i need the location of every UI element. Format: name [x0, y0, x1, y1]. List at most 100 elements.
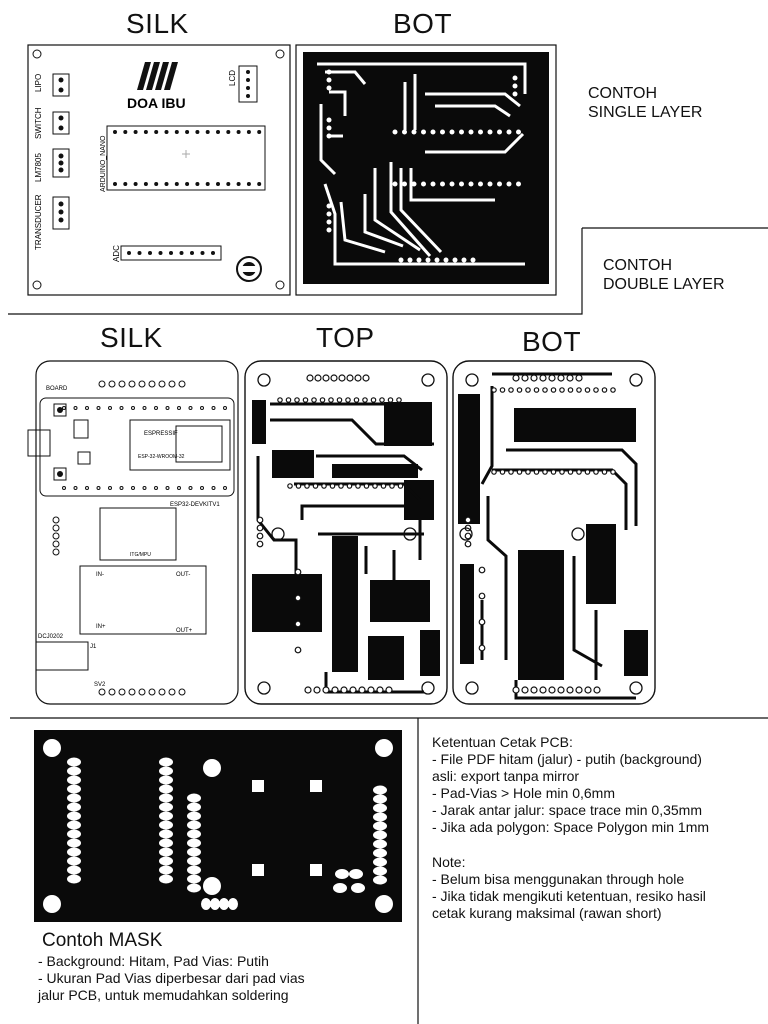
double-silk-title: SILK: [100, 322, 163, 353]
nano-pin: [113, 130, 117, 134]
mask-pad: [67, 793, 81, 803]
esp-pin: [73, 486, 78, 490]
mask-square: [310, 864, 322, 876]
via-pad: [525, 469, 531, 475]
header-pin: [168, 380, 176, 388]
rules-line-1: - File PDF hitam (jalur) - putih (backgr…: [432, 751, 702, 767]
via-pad: [346, 374, 354, 382]
esp-pin: [73, 406, 78, 410]
double-top-board: [244, 360, 448, 705]
mask-pad: [159, 847, 173, 857]
header-pin: [138, 380, 146, 388]
esp-pin: [142, 486, 147, 490]
via-pad: [449, 181, 455, 187]
via-pad: [330, 374, 338, 382]
mask-line-2: - Ukuran Pad Vias diperbesar dari pad vi…: [38, 970, 305, 986]
via-pad: [575, 374, 583, 382]
via-pad: [440, 181, 445, 187]
via-pad: [294, 594, 302, 602]
via-pad: [499, 387, 506, 393]
via-pad: [440, 129, 445, 135]
via-pad: [370, 397, 377, 403]
mask-pad: [159, 811, 173, 821]
header-pin: [52, 516, 60, 524]
adc-pin: [148, 251, 152, 255]
header-pin: [178, 380, 186, 388]
print-rules: Ketentuan Cetak PCB: - File PDF hitam (j…: [432, 734, 709, 922]
esp-pin: [85, 486, 89, 490]
mask-hole: [43, 739, 61, 757]
double-note-line2: DOUBLE LAYER: [603, 276, 725, 293]
via-pad: [461, 257, 467, 263]
mask-pad: [67, 766, 81, 776]
via-pad: [516, 129, 521, 135]
label-in-minus: IN-: [96, 572, 104, 578]
via-pad: [576, 469, 582, 475]
via-pad: [326, 85, 332, 91]
mask-pad: [351, 883, 365, 893]
header-pin: [52, 540, 60, 548]
via-pad: [516, 181, 521, 187]
mask-pad: [373, 830, 387, 840]
adc-pin: [179, 251, 184, 255]
via-pad: [294, 620, 302, 628]
via-pad: [550, 387, 557, 393]
via-pad: [328, 397, 334, 403]
header-pin: [168, 688, 176, 696]
esp-pin: [165, 486, 170, 490]
via-pad: [367, 686, 375, 694]
mask-pad: [210, 898, 220, 910]
via-pad: [533, 387, 540, 393]
single-bot-title: BOT: [393, 8, 453, 39]
single-silk-title: SILK: [126, 8, 189, 39]
label-switch: SWITCH: [34, 107, 43, 139]
header-pin: [52, 524, 60, 532]
via-pad: [593, 469, 599, 475]
esp-pin: [223, 406, 227, 410]
mask-pad: [335, 869, 349, 879]
via-pad: [340, 686, 348, 694]
via-pad: [487, 181, 493, 187]
via-pad: [402, 181, 407, 187]
mask-pad: [159, 775, 173, 785]
nano-pin: [123, 130, 128, 134]
via-pad: [353, 397, 360, 403]
via-pad: [331, 686, 339, 694]
via-pad: [512, 83, 518, 89]
via-pad: [548, 686, 556, 694]
note-line-2: - Jika tidak mengikuti ketentuan, resiko…: [432, 888, 706, 904]
adc-pin: [158, 251, 163, 255]
via-pad: [256, 540, 264, 548]
label-dcj: DCJ0202: [38, 634, 64, 640]
mask-pad: [67, 775, 81, 785]
double-bot-board: [452, 360, 656, 705]
via-pad: [354, 374, 362, 382]
rules-line-4: - Jarak antar jalur: space trace min 0,3…: [432, 802, 702, 818]
via-pad: [567, 387, 574, 393]
mask-line-3: jalur PCB, untuk memudahkan soldering: [38, 987, 289, 1003]
via-pad: [542, 387, 548, 393]
nano-pin: [174, 130, 179, 134]
label-espressif: ESPRESSIF: [144, 431, 178, 437]
via-pad: [470, 257, 476, 263]
via-pad: [548, 374, 556, 382]
header-pin: [128, 380, 136, 388]
mask-hole: [375, 895, 393, 913]
esp-pin: [188, 406, 193, 410]
mask-pad: [373, 848, 387, 858]
mask-line-1: - Background: Hitam, Pad Vias: Putih: [38, 953, 269, 969]
esp-pin: [200, 486, 204, 490]
header-pin: [118, 380, 126, 388]
mask-pad: [373, 812, 387, 822]
via-pad: [306, 374, 314, 382]
label-board: BOARD: [46, 386, 68, 392]
via-pad: [322, 374, 330, 382]
via-pad: [550, 469, 557, 475]
esp-pin: [200, 406, 204, 410]
via-pad: [256, 524, 264, 532]
mask-pad: [187, 865, 201, 875]
nano-pin: [205, 130, 210, 134]
esp-pin: [62, 406, 66, 410]
single-note-line2: SINGLE LAYER: [588, 104, 703, 121]
label-transducer: TRANSDUCER: [34, 194, 43, 250]
